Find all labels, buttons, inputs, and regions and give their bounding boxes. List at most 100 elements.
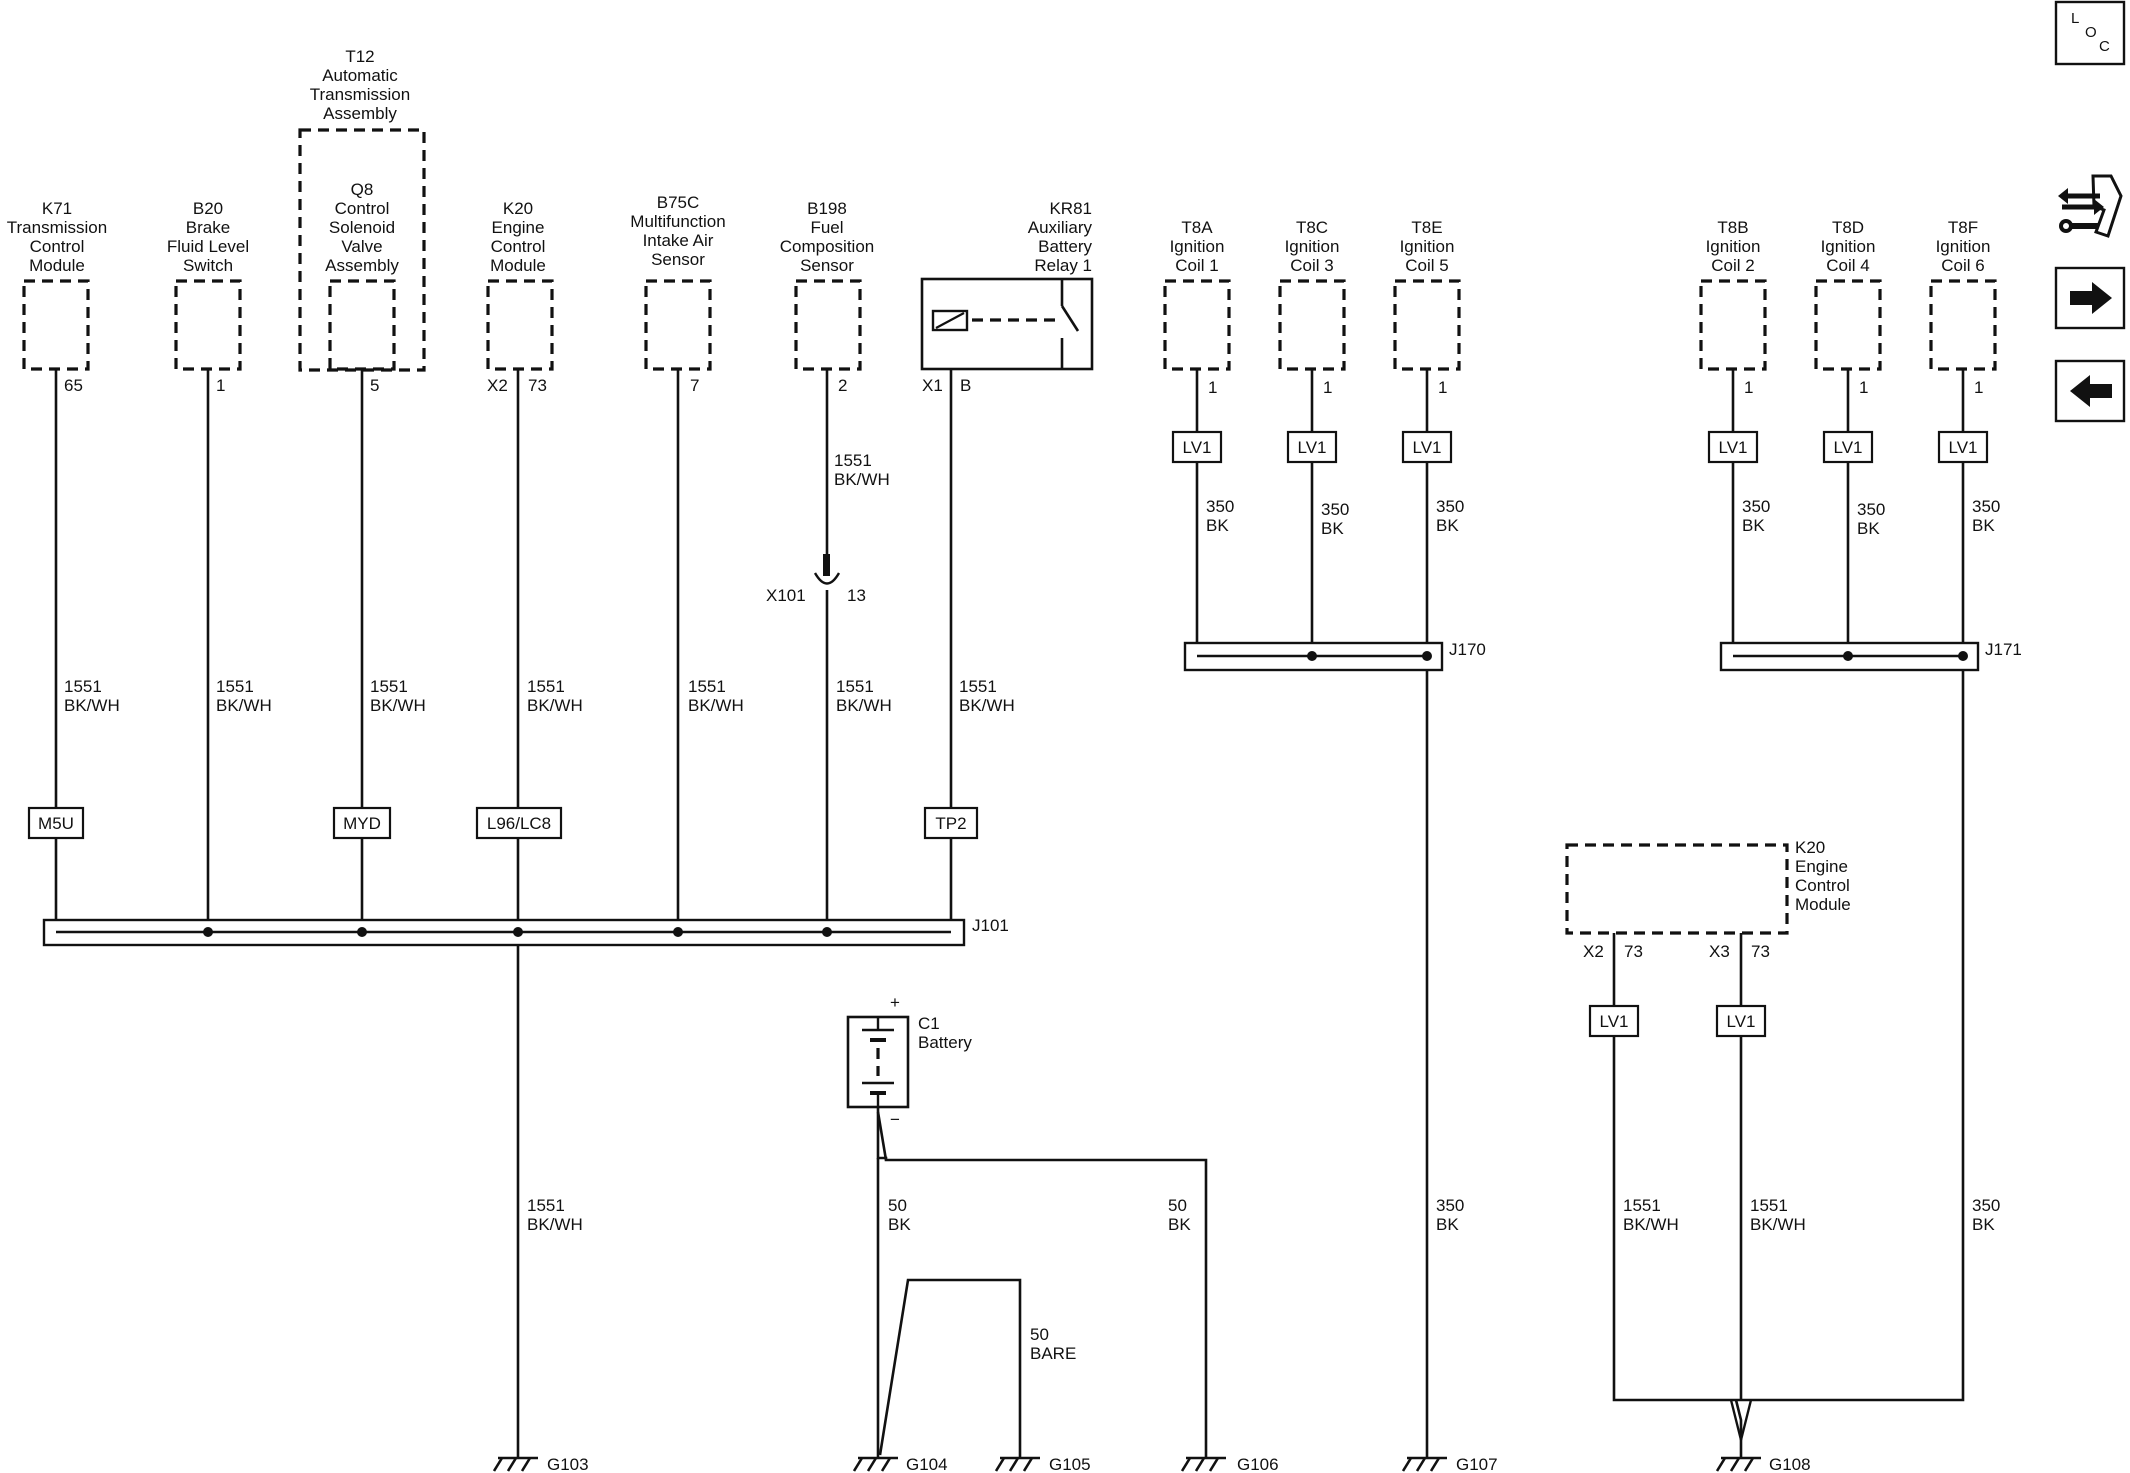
kr81-relay-symbol — [920, 277, 1094, 371]
wire-color: BK/WH — [834, 470, 890, 489]
t8d-wire-label: 350 BK — [1857, 500, 1885, 538]
label-line: T8B — [1717, 218, 1748, 237]
k20-x3-ground-wire-label: 1551 BK/WH — [1750, 1196, 1806, 1234]
t8f-ground-wire-label: 350 BK — [1972, 1196, 2000, 1234]
g106-label: G106 — [1237, 1455, 1279, 1473]
b20-switch-box — [174, 279, 242, 371]
k20-wire-label: 1551 BK/WH — [527, 677, 583, 715]
ground-symbol-g107 — [1401, 1456, 1447, 1472]
label-line: K20 — [1795, 838, 1825, 857]
label-line: Control — [30, 237, 85, 256]
label-line: Fuel — [810, 218, 843, 237]
j170-coil-wires — [1195, 369, 1429, 1457]
option-tag-tp2: TP2 — [923, 806, 979, 840]
option-label: LV1 — [1298, 438, 1327, 457]
c1-battery-symbol — [846, 1015, 910, 1109]
b75c-sensor-box — [644, 279, 712, 371]
option-label: LV1 — [1719, 438, 1748, 457]
label-line: Ignition — [1285, 237, 1340, 256]
label-line: C1 — [918, 1014, 940, 1033]
label-line: Ignition — [1936, 237, 1991, 256]
label-line: Intake Air — [643, 231, 714, 250]
option-tag-lv1-t8c: LV1 — [1286, 430, 1338, 464]
wire-color: BK — [1857, 519, 1880, 538]
option-label: LV1 — [1413, 438, 1442, 457]
wire-gauge: 350 — [1742, 497, 1770, 516]
label-line: B20 — [193, 199, 223, 218]
wire-color: BK/WH — [688, 696, 744, 715]
t8e-label: T8E Ignition Coil 5 — [1400, 218, 1455, 275]
locator-button[interactable]: L O C — [2054, 0, 2126, 66]
label-line: Ignition — [1821, 237, 1876, 256]
wire-gauge: 350 — [1436, 1196, 1464, 1215]
label-line: B198 — [807, 199, 847, 218]
k71-wire-label: 1551 BK/WH — [64, 677, 120, 715]
label-line: K20 — [503, 199, 533, 218]
label-line: Ignition — [1170, 237, 1225, 256]
wire-color: BK — [1972, 1215, 1995, 1234]
next-page-button[interactable] — [2054, 266, 2126, 330]
label-line: B75C — [657, 193, 700, 212]
ground-symbol-g108 — [1715, 1456, 1761, 1472]
k20-lower-x3-connector: X3 — [1709, 942, 1730, 961]
ground-symbol-g104 — [852, 1456, 898, 1472]
label-line: Module — [490, 256, 546, 275]
wire-gauge: 1551 — [834, 451, 872, 470]
t8a-label: T8A Ignition Coil 1 — [1170, 218, 1225, 275]
label-line: T8A — [1181, 218, 1213, 237]
t8d-coil-box — [1814, 279, 1882, 371]
label-line: Battery — [1038, 237, 1092, 256]
k20-lower-x3-pin: 73 — [1751, 942, 1770, 961]
wire-color: BK — [1972, 516, 1995, 535]
wire-color: BK/WH — [836, 696, 892, 715]
b198-pin: 2 — [838, 376, 847, 395]
component-views-icon[interactable] — [2058, 172, 2124, 252]
k20-pin: 73 — [528, 376, 547, 395]
t8c-label: T8C Ignition Coil 3 — [1285, 218, 1340, 275]
wire-color: BK — [1206, 516, 1229, 535]
locator-letter: L — [2071, 10, 2079, 27]
k71-label: K71 Transmission Control Module — [7, 199, 107, 275]
previous-page-button[interactable] — [2054, 359, 2126, 423]
label-line: K71 — [42, 199, 72, 218]
k71-pin: 65 — [64, 376, 83, 395]
option-label: LV1 — [1183, 438, 1212, 457]
c1-battery-label: C1 Battery — [918, 1014, 972, 1052]
label-line: Switch — [183, 256, 233, 275]
ground-symbol-g103 — [492, 1456, 538, 1472]
wire-gauge: 350 — [1972, 1196, 2000, 1215]
label-line: Q8 — [351, 180, 374, 199]
battery-negative-terminal: − — [890, 1110, 900, 1129]
g106-wire-label: 50 BK — [1168, 1196, 1191, 1234]
t8b-pin: 1 — [1744, 378, 1753, 397]
label-line: Control — [335, 199, 390, 218]
option-tag-lv1-k20-x2: LV1 — [1588, 1004, 1640, 1038]
t8c-pin: 1 — [1323, 378, 1332, 397]
k20-lower-x2-connector: X2 — [1583, 942, 1604, 961]
k20-label: K20 Engine Control Module — [490, 199, 546, 275]
b198-sensor-box — [794, 279, 862, 371]
option-tag-lv1-t8f: LV1 — [1937, 430, 1989, 464]
j101-label: J101 — [972, 916, 1009, 935]
wire-color: BK/WH — [1750, 1215, 1806, 1234]
label-line: T12 — [345, 47, 374, 66]
label-line: Coil 5 — [1405, 256, 1448, 275]
q8-valve-box — [328, 279, 396, 371]
wire-gauge: 1551 — [527, 1196, 565, 1215]
t8e-wire-label: 350 BK — [1436, 497, 1464, 535]
label-line: Coil 1 — [1175, 256, 1218, 275]
wire-gauge: 50 — [1030, 1325, 1049, 1344]
option-tag-m5u: M5U — [27, 806, 85, 840]
label-line: Solenoid — [329, 218, 395, 237]
option-label: LV1 — [1600, 1012, 1629, 1031]
k20-lower-label: K20 Engine Control Module — [1795, 838, 1851, 914]
label-line: T8E — [1411, 218, 1442, 237]
label-line: Coil 3 — [1290, 256, 1333, 275]
b75c-pin: 7 — [690, 376, 699, 395]
label-line: Ignition — [1400, 237, 1455, 256]
option-label: L96/LC8 — [487, 814, 551, 833]
option-label: LV1 — [1727, 1012, 1756, 1031]
wire-gauge: 350 — [1857, 500, 1885, 519]
wire-color: BK — [888, 1215, 911, 1234]
g107-wire-label: 350 BK — [1436, 1196, 1464, 1234]
